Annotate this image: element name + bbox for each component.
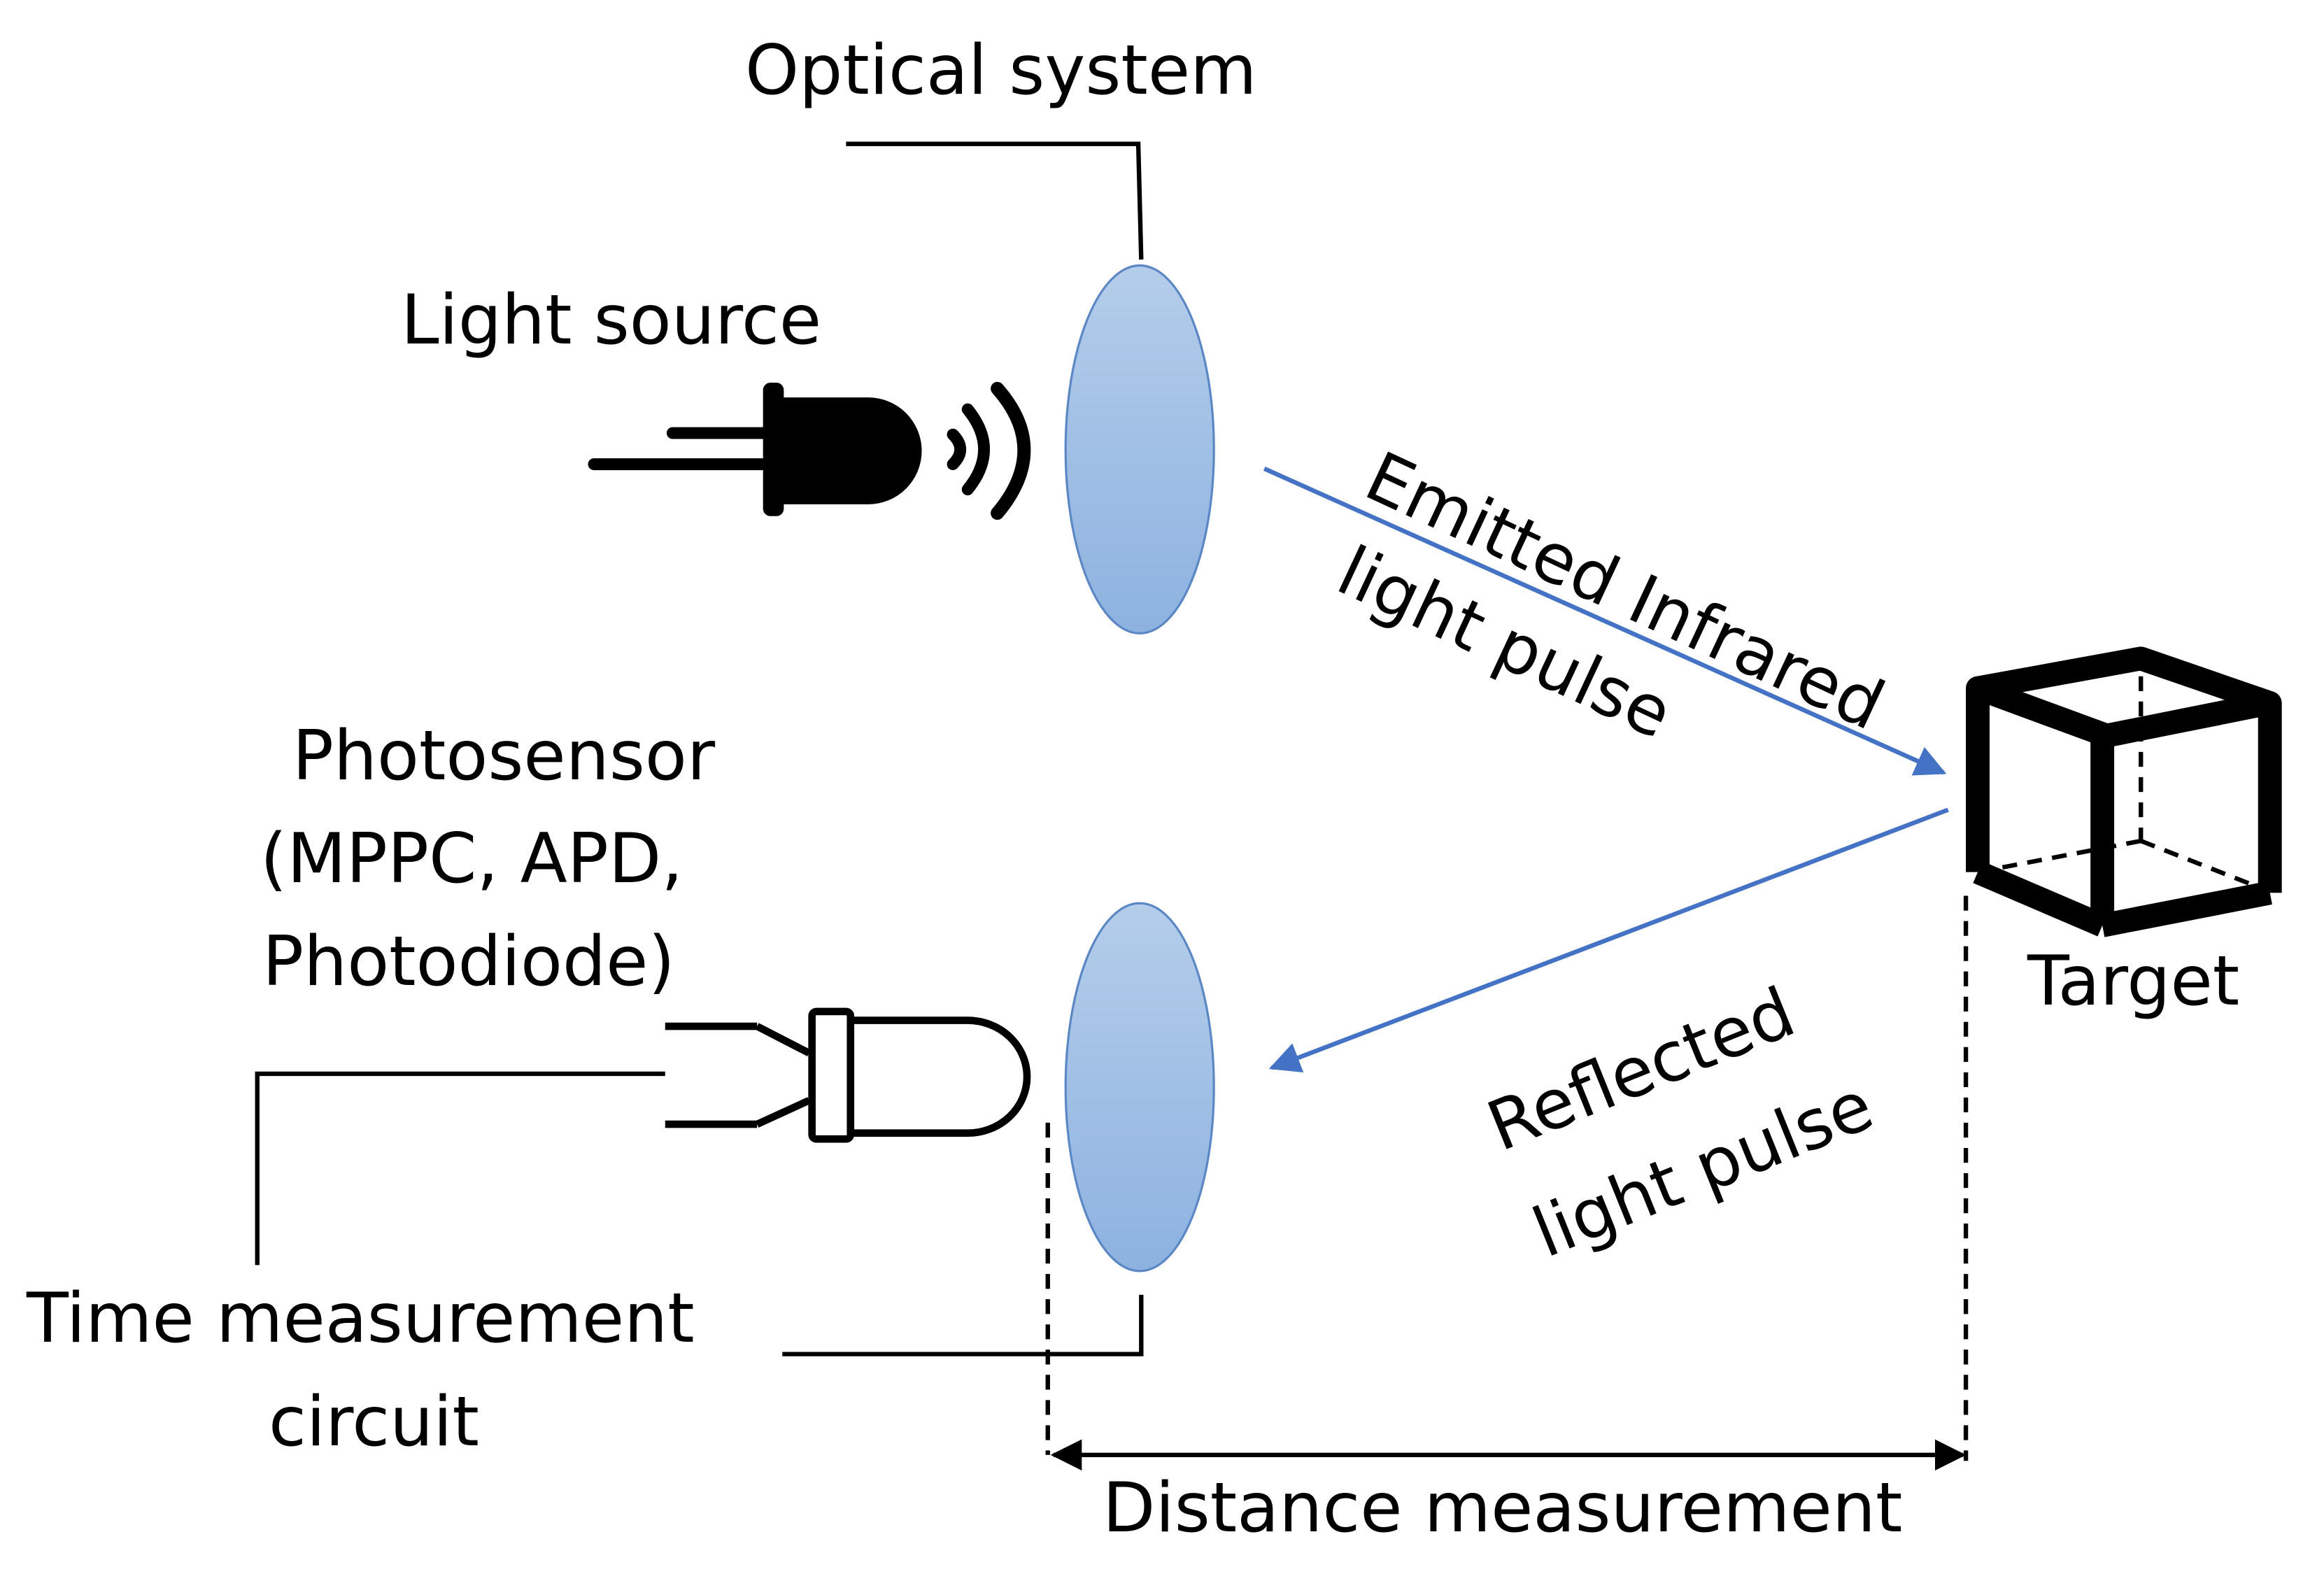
reflected-pulse-arrow	[1268, 807, 1949, 1072]
target-label: Target	[2027, 942, 2240, 1021]
optical-system-leader	[846, 141, 1144, 260]
time-measurement-label-line1: Time measurement	[27, 1279, 695, 1359]
cube-icon	[1966, 646, 2282, 937]
time-measurement-label-line2: circuit	[269, 1382, 479, 1462]
photosensor-label-line2: (MPPC, APD,	[260, 819, 683, 899]
time-measurement-leader-lower	[782, 1294, 1144, 1356]
emitted-pulse-arrow	[1263, 467, 1947, 776]
distance-measurement-label: Distance measurement	[1103, 1468, 1903, 1548]
light-source-label: Light source	[401, 281, 822, 360]
top-lens	[1064, 264, 1215, 634]
emission-waves-icon	[947, 381, 1031, 520]
time-measurement-leader-upper	[255, 1071, 665, 1265]
led-emitter-icon	[588, 382, 922, 516]
optical-system-label: Optical system	[745, 31, 1257, 111]
photosensor-label-line3: Photodiode)	[262, 922, 675, 1002]
photodiode-icon	[665, 1007, 1031, 1143]
photosensor-label-line1: Photosensor	[292, 716, 716, 796]
bottom-lens	[1064, 902, 1215, 1272]
